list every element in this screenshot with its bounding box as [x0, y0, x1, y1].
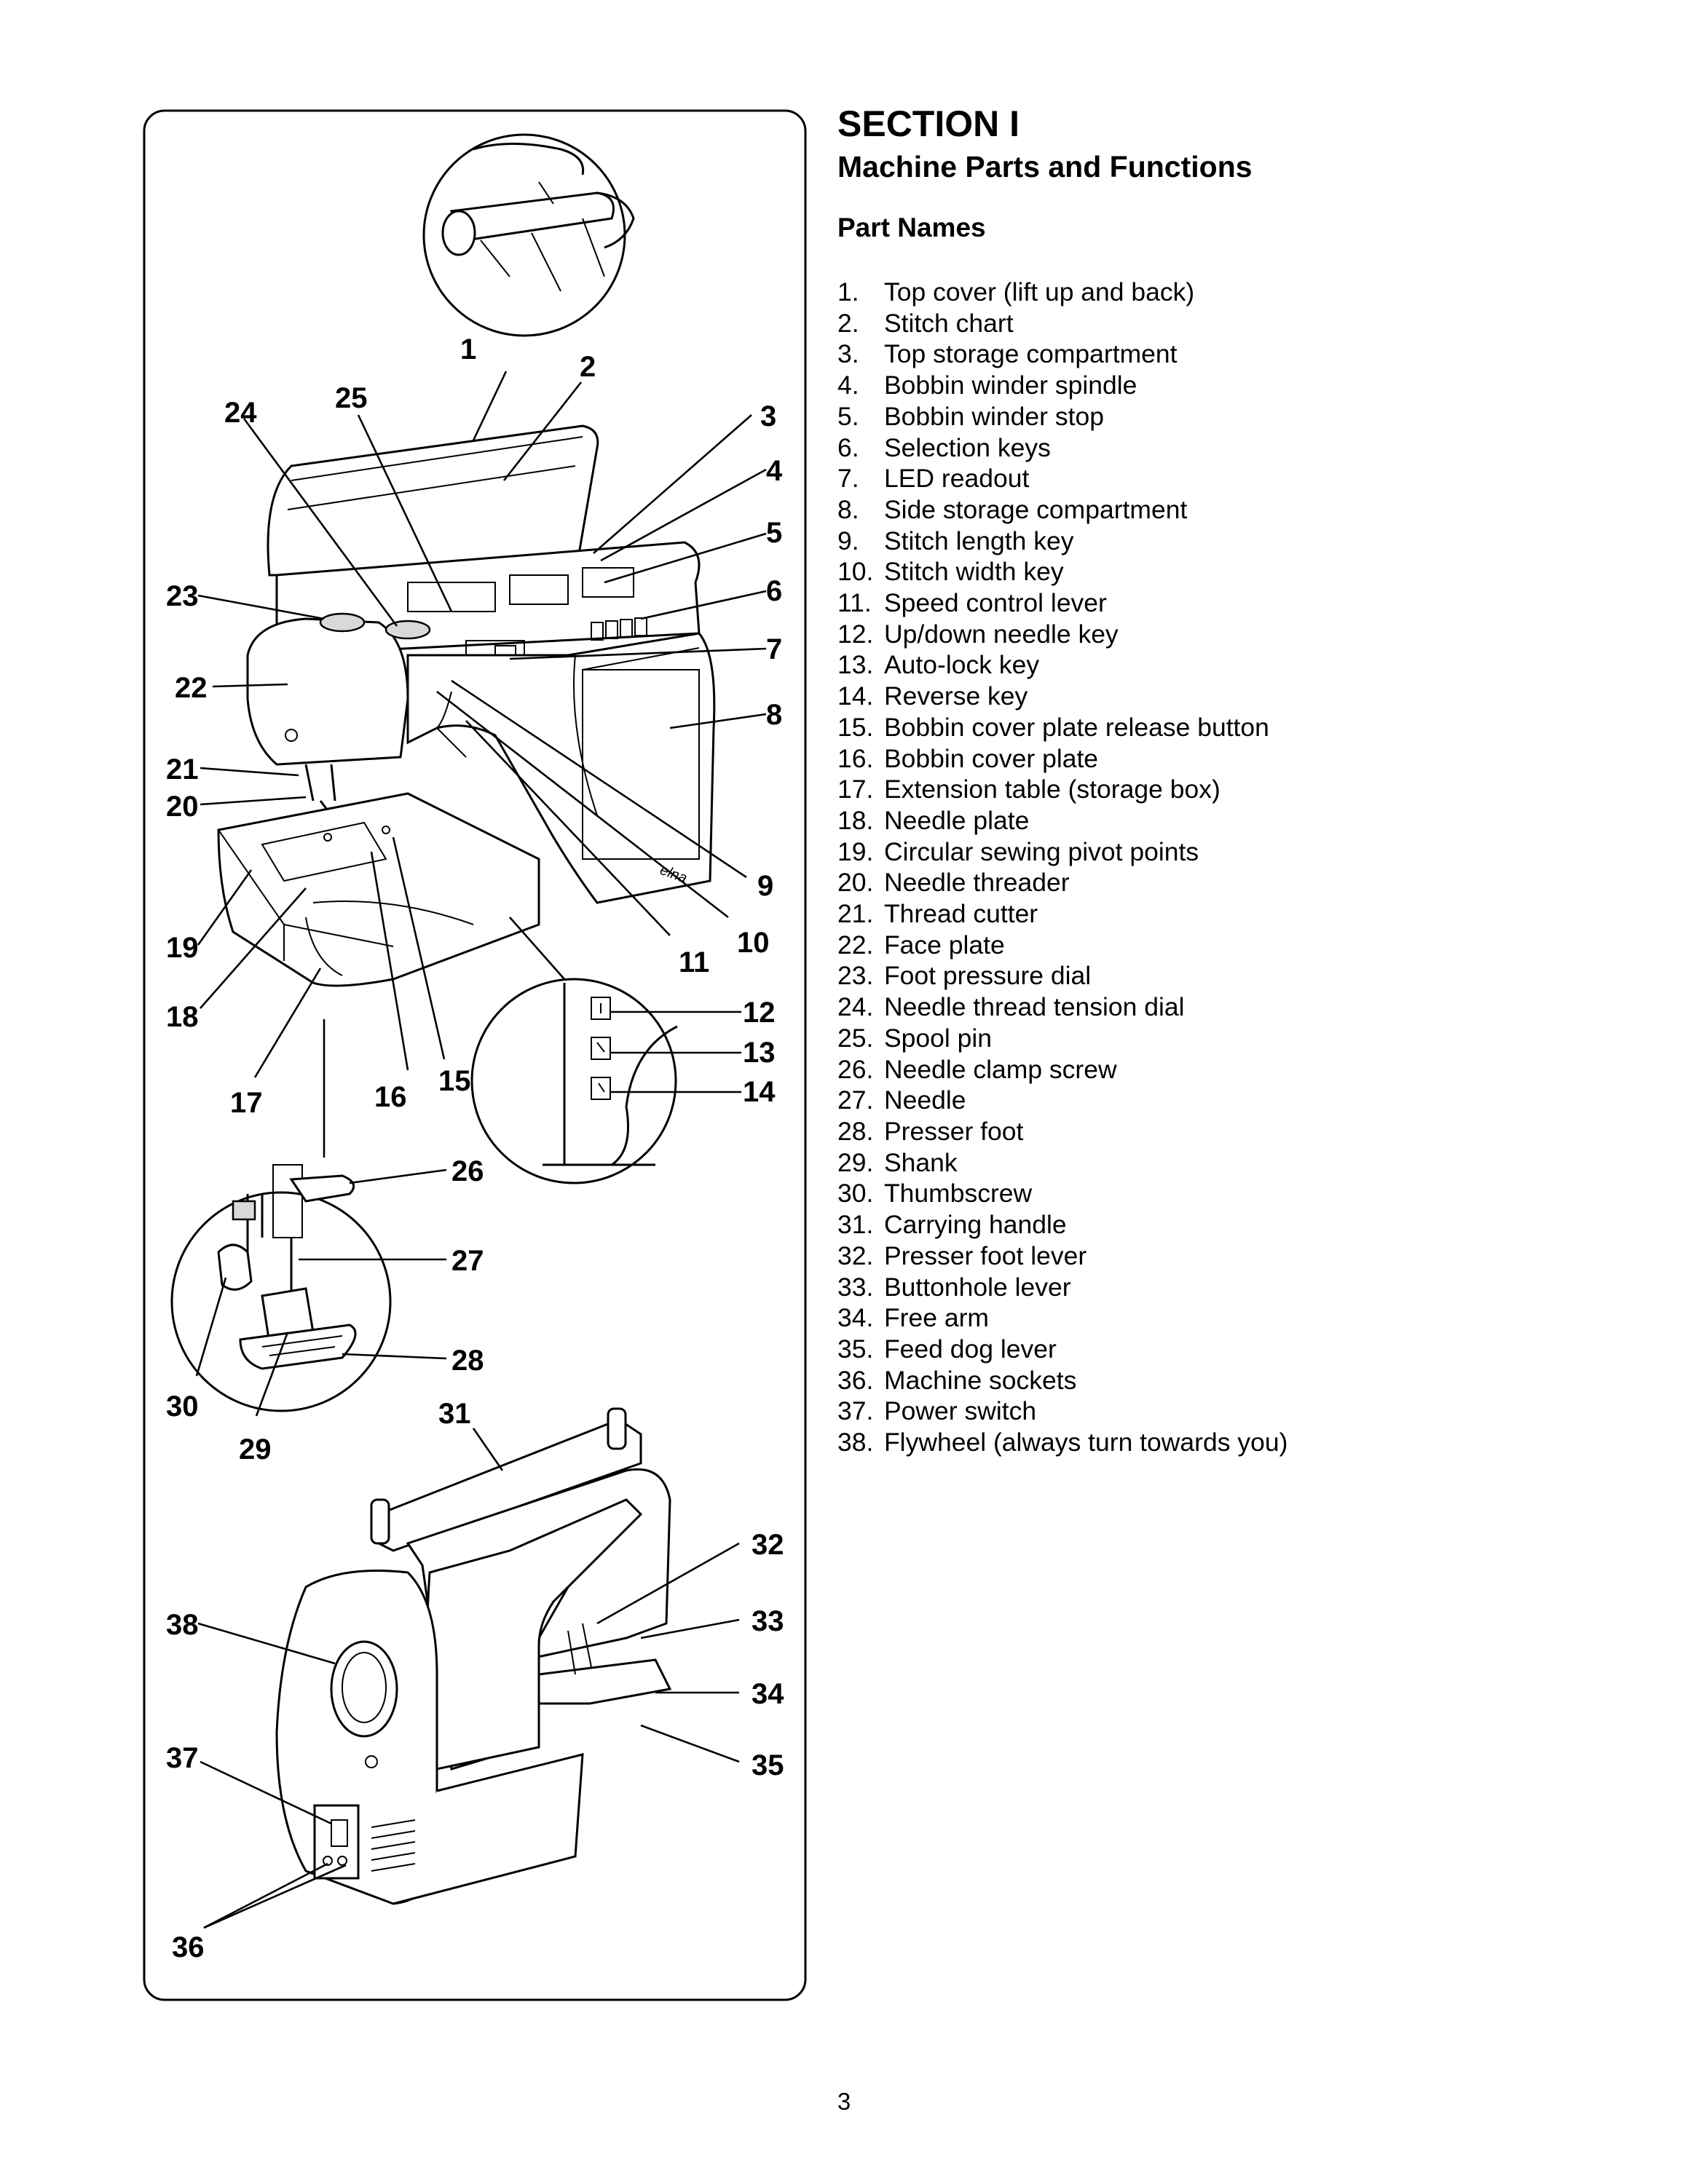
list-item: 9.Stitch length key: [837, 526, 1074, 555]
list-item: 21.Thread cutter: [837, 899, 1038, 929]
list-item: 38.Flywheel (always turn towards you): [837, 1428, 1288, 1457]
list-item: 5.Bobbin winder stop: [837, 401, 1104, 431]
callout-30: 30: [166, 1390, 199, 1423]
list-item: 19.Circular sewing pivot points: [837, 836, 1199, 866]
rear-view-machine: [275, 1407, 672, 1905]
list-item: 18.Needle plate: [837, 805, 1030, 835]
list-item: 2.Stitch chart: [837, 308, 1014, 338]
list-item: 7.LED readout: [837, 464, 1030, 494]
callout-1: 1: [460, 333, 476, 365]
callout-numbers: 1 2 3 4 5 6 7 8 9 10 11 12 13 14 15 16 1…: [166, 333, 784, 1963]
callout-3: 3: [760, 400, 776, 432]
callout-16: 16: [374, 1081, 407, 1113]
presser-foot-inset: [170, 1019, 392, 1412]
callout-24: 24: [224, 397, 257, 429]
list-item: 10.Stitch width key: [837, 557, 1064, 587]
callout-27: 27: [451, 1245, 484, 1277]
callout-21: 21: [166, 753, 199, 786]
callout-29: 29: [239, 1433, 272, 1465]
section-subtitle: Machine Parts and Functions: [837, 150, 1253, 183]
list-item: 11.Speed control lever: [837, 588, 1107, 618]
callout-12: 12: [743, 997, 776, 1029]
list-item: 22.Face plate: [837, 930, 1005, 960]
list-item: 26.Needle clamp screw: [837, 1054, 1117, 1084]
text-column: SECTION I Machine Parts and Functions Pa…: [837, 102, 1638, 1457]
list-item: 16.Bobbin cover plate: [837, 743, 1099, 773]
list-item: 17.Extension table (storage box): [837, 775, 1220, 804]
callout-5: 5: [766, 517, 782, 549]
list-item: 37.Power switch: [837, 1396, 1037, 1426]
callout-28: 28: [451, 1345, 484, 1377]
list-item: 30.Thumbscrew: [837, 1179, 1033, 1208]
callout-6: 6: [766, 575, 782, 607]
callout-11: 11: [679, 946, 709, 978]
list-item: 8.Side storage compartment: [837, 494, 1188, 524]
list-item: 15.Bobbin cover plate release button: [837, 712, 1269, 742]
callout-9: 9: [757, 870, 773, 902]
callout-2: 2: [580, 351, 596, 383]
callout-17: 17: [230, 1087, 263, 1119]
key-panel-inset: [470, 917, 678, 1184]
callout-32: 32: [752, 1529, 784, 1561]
list-item: 20.Needle threader: [837, 868, 1070, 898]
callout-22: 22: [175, 672, 208, 704]
page-number: 3: [837, 2088, 851, 2115]
callout-13: 13: [743, 1037, 776, 1069]
list-item: 3.Top storage compartment: [837, 339, 1178, 369]
callout-8: 8: [766, 699, 782, 731]
callout-34: 34: [752, 1678, 784, 1710]
list-item: 28.Presser foot: [837, 1116, 1024, 1146]
parts-list: 1.Top cover (lift up and back) 2.Stitch …: [837, 277, 1287, 1458]
list-item: 1.Top cover (lift up and back): [837, 277, 1195, 306]
list-item: 35.Feed dog lever: [837, 1334, 1057, 1364]
list-item: 29.Shank: [837, 1147, 958, 1177]
callout-4: 4: [766, 455, 783, 487]
callout-18: 18: [166, 1001, 199, 1033]
list-item: 23.Foot pressure dial: [837, 961, 1092, 991]
list-item: 13.Auto-lock key: [837, 650, 1040, 680]
callout-38: 38: [166, 1609, 199, 1641]
callout-20: 20: [166, 791, 199, 823]
part-names-heading: Part Names: [837, 213, 986, 242]
callout-7: 7: [766, 633, 782, 665]
callout-19: 19: [166, 932, 199, 964]
list-item: 14.Reverse key: [837, 681, 1028, 711]
leader-lines: [195, 371, 767, 1929]
callout-33: 33: [752, 1605, 784, 1637]
list-item: 32.Presser foot lever: [837, 1241, 1087, 1270]
list-item: 34.Free arm: [837, 1303, 989, 1333]
callout-25: 25: [335, 382, 368, 414]
list-item: 4.Bobbin winder spindle: [837, 371, 1137, 400]
list-item: 6.Selection keys: [837, 432, 1051, 462]
callout-15: 15: [438, 1065, 471, 1097]
callout-10: 10: [737, 927, 770, 959]
list-item: 36.Machine sockets: [837, 1365, 1077, 1395]
list-item: 33.Buttonhole lever: [837, 1272, 1071, 1302]
callout-31: 31: [438, 1398, 471, 1430]
list-item: 27.Needle: [837, 1085, 966, 1115]
section-title: SECTION I: [837, 103, 1020, 144]
list-item: 31.Carrying handle: [837, 1210, 1067, 1240]
callout-26: 26: [451, 1155, 484, 1187]
diagram-frame: [143, 109, 807, 2001]
callout-14: 14: [743, 1076, 776, 1108]
list-item: 24.Needle thread tension dial: [837, 992, 1185, 1022]
callout-23: 23: [166, 580, 199, 612]
list-item: 12.Up/down needle key: [837, 619, 1119, 649]
callout-37: 37: [166, 1742, 199, 1774]
callout-36: 36: [172, 1931, 205, 1963]
callout-35: 35: [752, 1749, 784, 1781]
top-cover-inset: [422, 133, 635, 337]
list-item: 25.Spool pin: [837, 1023, 993, 1053]
